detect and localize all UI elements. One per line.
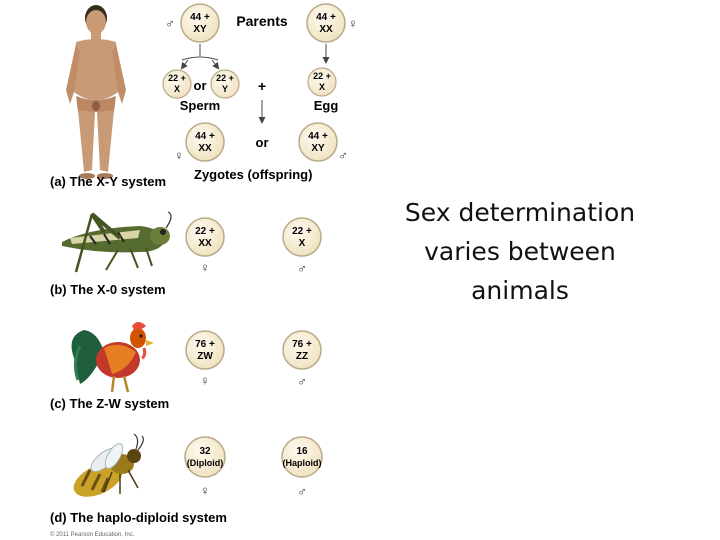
zw-female-line1: 76 + bbox=[195, 339, 215, 350]
haplo-female-line2: (Diploid) bbox=[187, 458, 224, 468]
sperm-x-line2: X bbox=[174, 84, 180, 94]
father-cell: 44 + XY bbox=[180, 3, 220, 43]
egg-line2: X bbox=[319, 82, 325, 92]
sperm-label: Sperm bbox=[180, 98, 220, 113]
father-to-sperm-arrow bbox=[181, 44, 219, 61]
haplo-female-cell: 32 (Diploid) bbox=[184, 436, 226, 478]
zygote-female-line1: 44 + bbox=[195, 131, 215, 142]
grasshopper-illustration bbox=[62, 211, 172, 273]
egg-line1: 22 + bbox=[313, 71, 331, 81]
sperm-y-cell: 22 + Y bbox=[210, 69, 240, 99]
sperm-x-arrow bbox=[180, 59, 189, 70]
zygote-male-line2: XY bbox=[311, 143, 325, 154]
x0-female-symbol: ♀ bbox=[200, 260, 210, 275]
x0-male-cell: 22 + X bbox=[282, 217, 322, 257]
mother-cell-line2: XX bbox=[319, 24, 333, 35]
sperm-x-cell: 22 + X bbox=[162, 69, 192, 99]
zw-male-cell: 76 + ZZ bbox=[282, 330, 322, 370]
human-male-illustration bbox=[66, 5, 126, 179]
zw-male-line1: 76 + bbox=[292, 339, 312, 350]
haplo-male-symbol: ♂ bbox=[297, 484, 307, 499]
x0-female-line2: XX bbox=[198, 238, 212, 249]
sperm-x-line1: 22 + bbox=[168, 73, 186, 83]
zw-female-line2: ZW bbox=[197, 351, 213, 362]
sex-determination-figure: 44 + XY ♂ Parents 44 + XX ♀ 22 + X or 22… bbox=[50, 3, 358, 538]
x0-male-symbol: ♂ bbox=[297, 261, 307, 276]
sperm-or-label: or bbox=[194, 78, 207, 93]
mother-female-symbol: ♀ bbox=[348, 16, 358, 31]
bee-illustration bbox=[73, 433, 144, 497]
mother-cell-line1: 44 + bbox=[316, 12, 336, 23]
haplo-female-symbol: ♀ bbox=[200, 483, 210, 498]
gamete-plus-label: + bbox=[258, 78, 266, 94]
sperm-y-line1: 22 + bbox=[216, 73, 234, 83]
haplo-female-line1: 32 bbox=[199, 446, 211, 457]
zygote-male-symbol: ♂ bbox=[338, 148, 348, 163]
zygote-female-cell: 44 + XX bbox=[185, 122, 225, 162]
haplo-male-cell: 16 (Haploid) bbox=[281, 436, 323, 478]
zygote-female-line2: XX bbox=[198, 143, 212, 154]
slide-text-line-1: Sex determination bbox=[404, 198, 636, 227]
zw-caption: (c) The Z-W system bbox=[50, 396, 169, 411]
x0-caption: (b) The X-0 system bbox=[50, 282, 166, 297]
father-cell-line1: 44 + bbox=[190, 12, 210, 23]
zw-male-line2: ZZ bbox=[296, 351, 308, 362]
father-cell-line2: XY bbox=[193, 24, 207, 35]
egg-label: Egg bbox=[314, 98, 339, 113]
zw-female-cell: 76 + ZW bbox=[185, 330, 225, 370]
mother-cell: 44 + XX bbox=[306, 3, 346, 43]
zygote-female-symbol: ♀ bbox=[174, 148, 184, 163]
zygote-or-label: or bbox=[256, 135, 269, 150]
parents-label: Parents bbox=[236, 13, 288, 29]
x0-female-cell: 22 + XX bbox=[185, 217, 225, 257]
zw-male-symbol: ♂ bbox=[297, 374, 307, 389]
haplo-caption: (d) The haplo-diploid system bbox=[50, 510, 227, 525]
xy-caption: (a) The X-Y system bbox=[50, 174, 166, 189]
father-male-symbol: ♂ bbox=[165, 16, 175, 31]
x0-male-line2: X bbox=[299, 238, 306, 249]
slide-body-text: Sex determination varies between animals bbox=[385, 193, 655, 310]
egg-cell: 22 + X bbox=[307, 67, 337, 97]
sperm-y-arrow bbox=[211, 59, 220, 70]
sperm-y-line2: Y bbox=[222, 84, 228, 94]
x0-female-line1: 22 + bbox=[195, 226, 215, 237]
zygotes-label: Zygotes (offspring) bbox=[194, 167, 312, 182]
slide-text-line-2: varies between bbox=[424, 237, 616, 266]
haplo-male-line1: 16 bbox=[296, 446, 308, 457]
copyright-notice: © 2011 Pearson Education, Inc. bbox=[50, 531, 135, 538]
zw-female-symbol: ♀ bbox=[200, 373, 210, 388]
zygote-male-line1: 44 + bbox=[308, 131, 328, 142]
rooster-illustration bbox=[71, 322, 154, 393]
haplo-male-line2: (Haploid) bbox=[283, 458, 322, 468]
zygote-male-cell: 44 + XY bbox=[298, 122, 338, 162]
x0-male-line1: 22 + bbox=[292, 226, 312, 237]
slide-text-line-3: animals bbox=[471, 276, 569, 305]
